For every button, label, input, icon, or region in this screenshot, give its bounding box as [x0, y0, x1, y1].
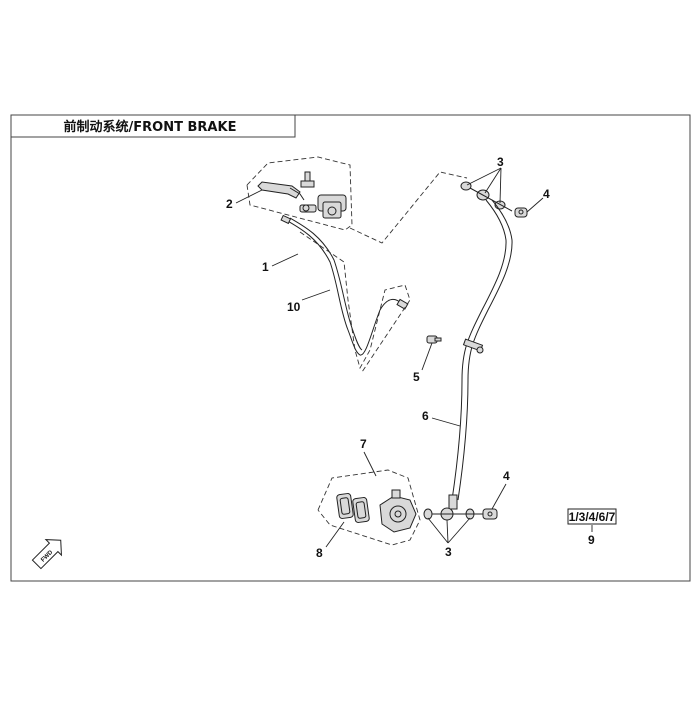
callout-5: 5 [413, 370, 420, 384]
kit-label: 1/3/4/6/7 [569, 510, 616, 524]
fwd-marker: FWD [31, 539, 62, 570]
upper-banjo-assembly [460, 181, 528, 218]
caliper-group-outline [317, 469, 421, 546]
leader-3-bottom-a [427, 517, 449, 544]
master-cylinder-group-outline [246, 156, 353, 231]
leader-4-bottom [491, 483, 507, 510]
wire-group-outline [299, 231, 411, 373]
master-cylinder-link-dashed [349, 171, 468, 244]
outer-frame [10, 114, 691, 582]
brake-switch-wire-part-inner [289, 217, 363, 351]
wire-connector-right [396, 298, 409, 310]
leader-6 [431, 417, 461, 427]
brake-switch-wire-part [285, 219, 403, 356]
callout-10: 10 [287, 300, 301, 314]
caliper-body-part [379, 489, 417, 533]
kit-box [567, 508, 617, 525]
clip-bolt-part [426, 335, 442, 344]
leader-3-bottom-c [447, 517, 471, 544]
leader-3-top-a [484, 167, 502, 194]
leader-3-top-c [499, 167, 502, 204]
callout-8: 8 [316, 546, 323, 560]
callout-7: 7 [360, 437, 367, 451]
leader-7 [363, 451, 377, 477]
callout-4-top: 4 [543, 187, 550, 201]
callout-3-top: 3 [497, 155, 504, 169]
brake-hose-part [451, 199, 507, 501]
leader-3-bottom-b [446, 519, 449, 544]
lever-bolt-part [300, 171, 315, 188]
hose-lower-fitting [448, 494, 458, 510]
leader-3-top-b [466, 167, 502, 186]
brake-lever-part [257, 181, 305, 201]
callout-6: 6 [422, 409, 429, 423]
leader-10 [301, 289, 331, 301]
leader-5 [421, 342, 433, 371]
callout-1: 1 [262, 260, 269, 274]
diagram-title: 前制动系统/FRONT BRAKE [64, 119, 237, 135]
brake-pads-part [336, 493, 370, 523]
callout-4-bottom: 4 [503, 469, 510, 483]
leader-1 [271, 253, 299, 267]
master-cylinder-body-part [299, 194, 347, 219]
callout-2: 2 [226, 197, 233, 211]
leader-8 [325, 521, 345, 548]
hose-clip-bolt [476, 346, 484, 354]
leader-4-top [526, 197, 544, 213]
callout-9: 9 [588, 533, 595, 547]
wire-connector-left [280, 214, 292, 225]
title-box [10, 114, 296, 138]
leader-2 [235, 189, 263, 204]
lower-banjo-assembly [423, 507, 498, 521]
brake-hose-part-edge [457, 199, 513, 501]
callout-3-bottom: 3 [445, 545, 452, 559]
